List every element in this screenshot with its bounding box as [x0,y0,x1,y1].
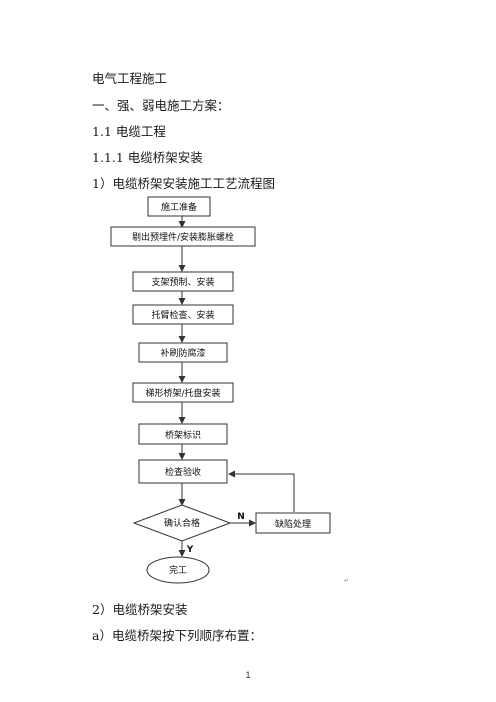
paragraph-mark: ↵ [344,577,349,584]
step-inspection-box [138,459,228,484]
step-preparation-box [147,196,211,217]
step-marking-label: 桥架标识 [165,429,201,441]
flowchart-caption: 1）电缆桥架安装施工工艺流程图 [92,176,275,191]
doc-title: 电气工程施工 [92,71,168,86]
step-inspection-label: 检查验收 [165,466,201,478]
step-embed-box [110,226,256,247]
step-arm-label: 托臂检查、安装 [151,309,214,321]
defect-handling-box [255,512,331,534]
page-number: 1 [245,670,251,680]
yes-label: Y [186,545,194,555]
section-heading: 一、强、弱电施工方案： [92,98,230,113]
subsection-2-heading: 2）电缆桥架安装 [92,602,188,617]
step-bracket-box [132,271,234,292]
no-label: N [237,512,245,522]
decision-label: 确认合格 [164,517,200,529]
connector-loop-back [228,470,295,512]
step-arm-box [132,304,234,325]
sub-subsection-heading: 1.1.1 电缆桥架安装 [92,150,203,165]
step-paint-label: 补刷防腐漆 [160,347,205,359]
subsection-heading: 1.1 电缆工程 [92,124,166,139]
step-marking-box [138,423,228,445]
step-bracket-label: 支架预制、安装 [151,276,214,288]
step-preparation-label: 施工准备 [161,201,197,213]
defect-handling-label: 缺陷处理 [275,518,311,530]
end-terminal [146,556,210,584]
list-item-a: a）电缆桥架按下列顺序布置： [92,628,262,643]
step-paint-box [138,342,228,363]
end-label: 完工 [169,564,187,576]
step-embed-label: 剔出预埋件/安装膨胀螺栓 [132,231,234,243]
decision-diamond [132,504,232,542]
step-tray-label: 梯形桥架/托盘安装 [145,387,220,399]
step-tray-box [132,382,234,403]
